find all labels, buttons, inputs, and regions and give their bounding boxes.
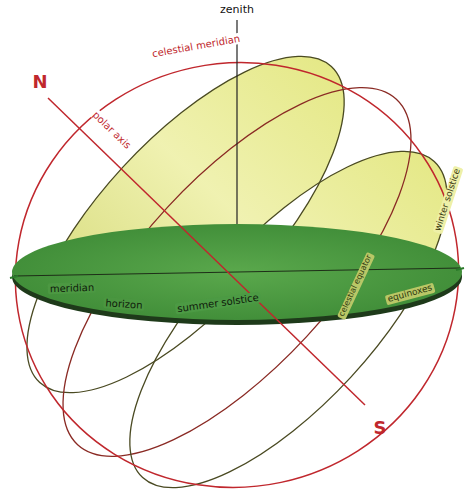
sun-path-band — [0, 9, 474, 274]
summer-path — [0, 9, 394, 440]
horizon-disc — [12, 224, 462, 320]
band-fill — [0, 9, 474, 274]
south-label: S — [372, 418, 389, 438]
meridian-circle-label: celestial meridian — [149, 33, 242, 60]
meridian-label: meridian — [48, 282, 97, 295]
horizon-ticks — [10, 268, 464, 278]
zenith-label: zenith — [218, 4, 256, 16]
polar-axis-line — [48, 98, 365, 405]
meridian-line — [14, 268, 460, 276]
north-label: N — [30, 72, 49, 92]
